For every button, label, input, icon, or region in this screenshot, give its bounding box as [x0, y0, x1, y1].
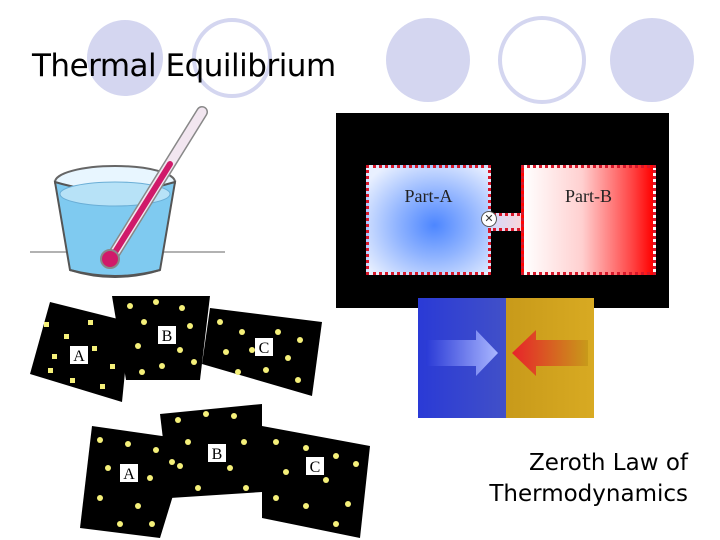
particle-label-c-top: C	[259, 340, 270, 357]
connecting-pipe	[488, 213, 526, 231]
particle-label-c-bottom: C	[310, 459, 321, 476]
deco-circle	[386, 18, 470, 102]
deco-circle	[87, 20, 163, 96]
heat-flow-diagram	[418, 298, 594, 418]
particle-label-a-top: A	[73, 348, 85, 365]
slide-title: Thermal Equilibrium	[32, 48, 336, 84]
arrow-left-icon	[512, 330, 588, 376]
arrow-right-icon	[426, 330, 498, 376]
part-b-label: Part-B	[565, 186, 612, 206]
deco-circle	[192, 18, 272, 98]
part-b-box: Part-B	[521, 165, 656, 275]
cup-with-thermometer-image	[30, 106, 225, 278]
parts-diagram: Part-A ✕ Part-B	[336, 113, 669, 308]
valve-icon: ✕	[481, 211, 497, 227]
particle-label-b-top: B	[162, 328, 173, 345]
particle-box-c-bottom	[262, 426, 370, 538]
decorative-circles	[87, 16, 694, 104]
deco-circle	[610, 18, 694, 102]
part-a-label: Part-A	[404, 186, 453, 206]
caption-line-1: Zeroth Law of	[528, 450, 688, 476]
deco-circle	[498, 16, 586, 104]
particle-label-b-bottom: B	[212, 446, 223, 463]
slide-caption: Zeroth Law of Thermodynamics	[489, 448, 688, 510]
particle-label-a-bottom: A	[123, 466, 135, 483]
particle-groups-diagram: A B C A B C	[30, 296, 370, 538]
caption-line-2: Thermodynamics	[489, 481, 688, 507]
part-a-box: Part-A	[366, 165, 491, 275]
